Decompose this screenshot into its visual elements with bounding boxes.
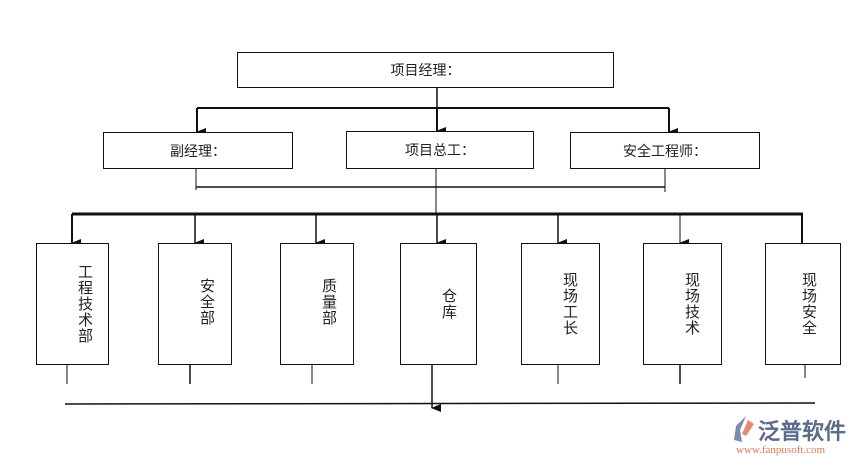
department-box: 质量部 [280, 243, 354, 365]
logo-icon [734, 416, 754, 442]
department-label: 安全部 [198, 278, 216, 326]
safety-engineer-box: 安全工程师： [570, 132, 760, 169]
watermark-logo: 泛普软件 www.fanpusoft.com [732, 414, 857, 460]
department-box: 工程技术部 [36, 243, 109, 365]
safety-engineer-label: 安全工程师： [623, 143, 707, 160]
department-label: 现场安全 [800, 272, 818, 336]
department-box: 现场安全 [765, 243, 841, 365]
project-manager-label: 项目经理： [390, 63, 461, 79]
chief-engineer-box: 项目总工： [346, 131, 534, 169]
department-label: 仓库 [440, 288, 458, 320]
deputy-manager-box: 副经理： [103, 132, 293, 169]
department-box: 仓库 [400, 243, 477, 365]
department-box: 现场技术 [643, 243, 722, 365]
deputy-manager-label: 副经理： [170, 143, 226, 160]
watermark-url: www.fanpusoft.com [736, 444, 826, 456]
project-manager-box: 项目经理： [237, 52, 614, 88]
department-box: 安全部 [158, 243, 232, 365]
department-label: 现场工长 [561, 272, 579, 336]
department-box: 现场工长 [521, 243, 600, 365]
department-label: 工程技术部 [76, 264, 94, 344]
department-label: 质量部 [320, 278, 338, 326]
watermark-name: 泛普软件 [758, 420, 847, 445]
department-label: 现场技术 [683, 272, 701, 336]
chief-engineer-label: 项目总工： [405, 143, 475, 159]
